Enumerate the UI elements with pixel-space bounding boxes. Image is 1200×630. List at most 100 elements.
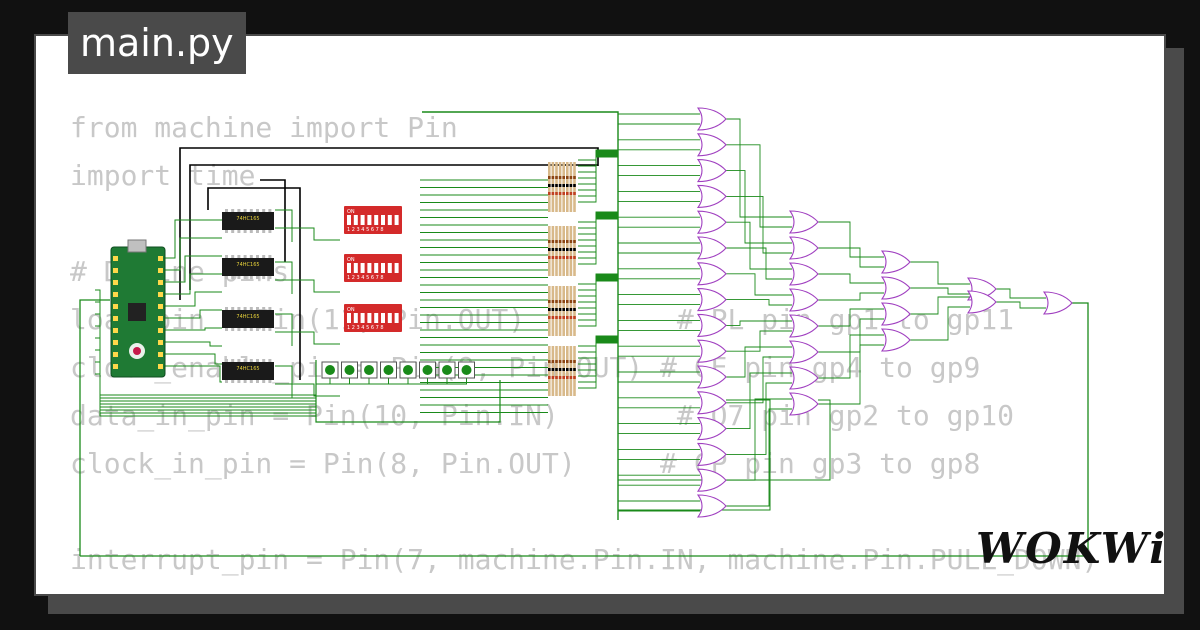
resistor-band: [551, 360, 555, 363]
dip-switch-toggle: [374, 313, 379, 323]
resistor-band: [569, 176, 573, 179]
dip-switch-numbers: 1 2 3 4 5 6 7 8: [347, 275, 384, 281]
pico-pin: [158, 256, 163, 261]
chip-pin: [243, 359, 247, 362]
chip-pin: [231, 230, 235, 233]
wire: [726, 195, 792, 254]
or-gate: [966, 290, 997, 314]
dip-switch: [344, 206, 402, 234]
resistor-band: [562, 360, 565, 363]
chip-pin: [262, 307, 266, 310]
chip-pin: [249, 209, 253, 212]
resistor-band: [548, 300, 551, 303]
or-gate: [696, 184, 727, 208]
or-gate: [696, 468, 727, 492]
resistor-band: [558, 248, 562, 251]
pushbutton-cap: [383, 365, 394, 375]
wire: [726, 382, 792, 455]
wire: [818, 334, 884, 379]
wire: [818, 247, 884, 268]
resistor-band: [558, 256, 562, 259]
resistor-band: [555, 192, 558, 195]
shift-register-chip: [222, 258, 274, 276]
wire: [165, 255, 222, 283]
wire: [578, 156, 618, 203]
wokwi-logo: WOKWi: [976, 524, 1168, 573]
chip-pin: [231, 209, 235, 212]
resistor-band: [573, 360, 576, 363]
file-tab[interactable]: main.py: [68, 12, 246, 74]
chip-pin: [237, 209, 241, 212]
dip-switch-toggle: [360, 313, 365, 323]
resistor-band: [562, 256, 565, 259]
chip-pin: [262, 209, 266, 212]
wire: [165, 309, 222, 319]
dip-switch-toggle: [347, 313, 351, 323]
chip-pin: [256, 230, 259, 233]
wire: [315, 360, 501, 423]
or-gate: [696, 313, 727, 337]
wire: [165, 237, 222, 271]
resistor-band: [569, 360, 573, 363]
chip-pin: [243, 307, 247, 310]
or-gate: [696, 159, 727, 183]
chip-pin: [268, 380, 272, 383]
wire: [275, 261, 293, 294]
pico-pin: [113, 268, 118, 273]
chip-pin: [243, 276, 247, 279]
chip-pin: [225, 328, 228, 331]
resistor-band: [558, 360, 562, 363]
wire: [275, 227, 340, 241]
shift-register-label: 74HC165: [236, 216, 259, 222]
resistor-band: [573, 308, 576, 311]
resistor-band: [558, 176, 562, 179]
pushbutton-cap: [442, 365, 452, 375]
resistor-band: [551, 376, 555, 379]
chip-pin: [243, 380, 247, 383]
resistor-band: [548, 184, 551, 187]
wire: [910, 261, 970, 285]
wire: [726, 221, 792, 270]
chip-pin: [243, 209, 247, 212]
chip-pin: [243, 328, 247, 331]
wire: [726, 247, 792, 280]
resistor-band: [562, 308, 565, 311]
resistor-band: [558, 368, 562, 371]
resistor-band: [548, 248, 551, 251]
chip-pin: [243, 255, 247, 258]
wire: [275, 365, 293, 398]
chip-pin: [249, 328, 253, 331]
chip-pin: [231, 255, 235, 258]
resistor-band: [548, 192, 551, 195]
pushbutton-cap: [364, 365, 374, 375]
wire: [618, 399, 771, 511]
chip-pin: [262, 328, 266, 331]
dip-switch-toggle: [347, 263, 351, 273]
resistor-band: [562, 316, 565, 319]
dip-switch: [344, 304, 402, 332]
resistor-band: [551, 256, 555, 259]
resistor-band: [551, 316, 555, 319]
pushbutton-cap: [403, 365, 413, 375]
chip-pin: [249, 276, 253, 279]
resistor-band: [569, 316, 573, 319]
chip-pin: [256, 380, 259, 383]
wire: [578, 339, 618, 371]
dip-switch-toggle: [367, 313, 372, 323]
resistor-band: [562, 300, 565, 303]
wire: [165, 291, 222, 307]
wire: [726, 408, 792, 507]
resistor-band: [548, 368, 551, 371]
wire: [578, 277, 618, 309]
resistor-band: [551, 368, 555, 371]
pico-pin: [113, 328, 118, 333]
resistor-band: [573, 300, 576, 303]
dip-switch-toggle: [360, 215, 365, 225]
dip-switch-toggle: [367, 263, 372, 273]
dip-switch-toggle: [367, 215, 372, 225]
wire: [165, 273, 222, 295]
chip-pin: [268, 276, 272, 279]
resistor-band: [573, 316, 576, 319]
